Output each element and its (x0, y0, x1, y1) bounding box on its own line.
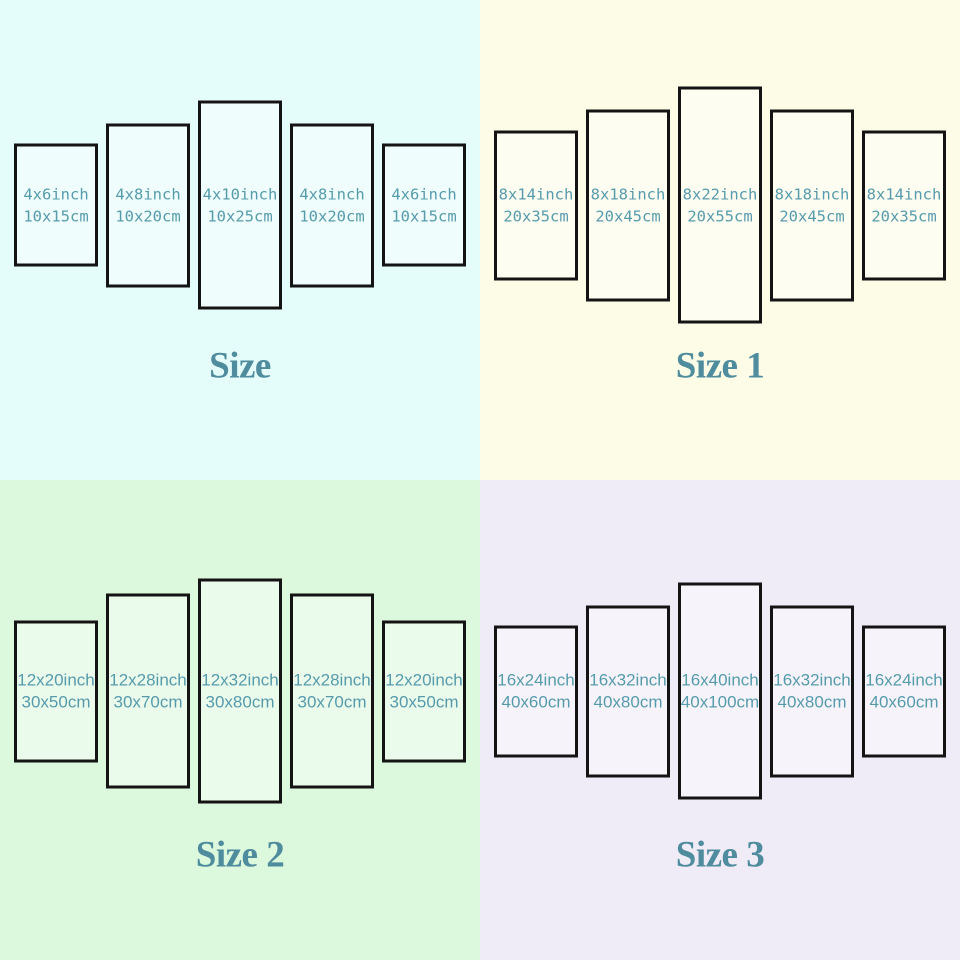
canvas-panel: 8x22inch 20x55cm (678, 86, 762, 324)
panel-size-cm: 10x20cm (115, 207, 181, 225)
panel-size-label: 16x24inch 40x60cm (497, 669, 575, 713)
panel-size-inch: 4x8inch (115, 185, 181, 203)
canvas-panel: 16x32inch 40x80cm (586, 605, 670, 777)
chart-title: Size (209, 345, 271, 387)
panel-size-cm: 10x15cm (23, 207, 89, 225)
panel-row: 16x24inch 40x60cm 16x32inch 40x80cm 16x40inc… (494, 582, 946, 800)
panel-size-label: 12x28inch 30x70cm (109, 669, 187, 713)
panel-size-label: 8x22inch 20x55cm (683, 183, 758, 227)
panel-size-cm: 20x45cm (595, 207, 661, 225)
panel-size-cm: 40x60cm (869, 692, 939, 711)
canvas-panel: 16x24inch 40x60cm (494, 625, 578, 757)
canvas-panel: 16x40inch 40x100cm (678, 582, 762, 800)
panel-size-inch: 8x14inch (866, 185, 942, 203)
canvas-panel: 12x28inch 30x70cm (290, 593, 374, 789)
panel-size-inch: 16x40inch (681, 670, 759, 689)
panel-size-cm: 30x80cm (205, 692, 275, 711)
panel-size-cm: 20x45cm (779, 207, 845, 225)
canvas-panel: 8x18inch 20x45cm (770, 109, 854, 301)
panel-size-label: 4x10inch 10x25cm (203, 183, 278, 227)
panel-size-label: 16x40inch 40x100cm (681, 669, 759, 713)
canvas-panel: 12x20inch 30x50cm (14, 620, 98, 762)
canvas-panel: 8x14inch 20x35cm (862, 130, 946, 280)
panel-size-label: 16x32inch 40x80cm (589, 669, 667, 713)
panel-size-cm: 30x70cm (297, 692, 367, 711)
canvas-panel: 12x32inch 30x80cm (198, 578, 282, 804)
panel-size-inch: 12x32inch (201, 670, 279, 689)
panel-size-cm: 40x80cm (593, 692, 663, 711)
canvas-panel: 4x6inch 10x15cm (14, 143, 98, 267)
panel-row: 4x6inch 10x15cm 4x8inch 10x20cm 4x10inch 10x2… (14, 100, 466, 310)
panel-size-inch: 4x10inch (202, 185, 278, 203)
panel-size-inch: 16x24inch (865, 670, 943, 689)
chart-title: Size 3 (675, 834, 765, 876)
canvas-panel: 4x6inch 10x15cm (382, 143, 466, 267)
panel-size-inch: 12x20inch (385, 670, 463, 689)
canvas-panel: 4x10inch 10x25cm (198, 100, 282, 310)
panel-size-label: 8x18inch 20x45cm (775, 183, 850, 227)
canvas-panel: 12x20inch 30x50cm (382, 620, 466, 762)
panel-size-label: 4x6inch 10x15cm (391, 183, 456, 227)
panel-size-inch: 4x6inch (23, 185, 89, 203)
size-chart-quadrant-size-1: 8x14inch 20x35cm 8x18inch 20x45cm 8x22inch 20… (480, 0, 960, 480)
panel-size-inch: 8x18inch (774, 185, 850, 203)
panel-size-label: 8x18inch 20x45cm (591, 183, 666, 227)
panel-size-label: 12x20inch 30x50cm (385, 669, 463, 713)
panel-size-inch: 12x28inch (293, 670, 371, 689)
panel-size-cm: 20x35cm (871, 207, 937, 225)
chart-title: Size 2 (195, 834, 285, 876)
panel-size-inch: 16x32inch (773, 670, 851, 689)
panel-size-inch: 4x8inch (299, 185, 365, 203)
canvas-panel: 8x14inch 20x35cm (494, 130, 578, 280)
panel-size-cm: 10x20cm (299, 207, 365, 225)
panel-size-inch: 4x6inch (391, 185, 457, 203)
panel-size-inch: 8x14inch (498, 185, 574, 203)
panel-size-cm: 10x15cm (391, 207, 457, 225)
panel-size-cm: 40x80cm (777, 692, 847, 711)
panel-size-label: 12x28inch 30x70cm (293, 669, 371, 713)
panel-size-inch: 8x22inch (682, 185, 758, 203)
panel-row: 8x14inch 20x35cm 8x18inch 20x45cm 8x22inch 20… (494, 86, 946, 324)
canvas-panel: 16x32inch 40x80cm (770, 605, 854, 777)
canvas-panel: 4x8inch 10x20cm (290, 123, 374, 287)
panel-row: 12x20inch 30x50cm 12x28inch 30x70cm 12x32inc… (14, 578, 466, 804)
panel-size-cm: 30x50cm (21, 692, 91, 711)
canvas-panel: 8x18inch 20x45cm (586, 109, 670, 301)
panel-size-label: 8x14inch 20x35cm (499, 183, 574, 227)
panel-size-label: 8x14inch 20x35cm (867, 183, 942, 227)
panel-size-label: 4x6inch 10x15cm (23, 183, 88, 227)
canvas-panel: 4x8inch 10x20cm (106, 123, 190, 287)
canvas-panel: 12x28inch 30x70cm (106, 593, 190, 789)
panel-size-cm: 40x60cm (501, 692, 571, 711)
panel-size-cm: 40x100cm (680, 692, 760, 711)
panel-size-inch: 16x24inch (497, 670, 575, 689)
panel-size-cm: 30x70cm (113, 692, 183, 711)
panel-size-inch: 12x20inch (17, 670, 95, 689)
panel-size-cm: 30x50cm (389, 692, 459, 711)
panel-size-inch: 12x28inch (109, 670, 187, 689)
chart-title: Size 1 (675, 345, 765, 387)
size-chart-quadrant-size-3: 16x24inch 40x60cm 16x32inch 40x80cm 16x40inc… (480, 480, 960, 960)
size-chart-quadrant-size-2: 12x20inch 30x50cm 12x28inch 30x70cm 12x32inc… (0, 480, 480, 960)
panel-size-cm: 10x25cm (207, 207, 273, 225)
panel-size-label: 16x32inch 40x80cm (773, 669, 851, 713)
panel-size-label: 4x8inch 10x20cm (299, 183, 364, 227)
panel-size-cm: 20x55cm (687, 207, 753, 225)
panel-size-inch: 8x18inch (590, 185, 666, 203)
panel-size-inch: 16x32inch (589, 670, 667, 689)
panel-size-label: 12x20inch 30x50cm (17, 669, 95, 713)
panel-size-cm: 20x35cm (503, 207, 569, 225)
canvas-panel: 16x24inch 40x60cm (862, 625, 946, 757)
panel-size-label: 4x8inch 10x20cm (115, 183, 180, 227)
panel-size-label: 12x32inch 30x80cm (201, 669, 279, 713)
size-chart-quadrant-size: 4x6inch 10x15cm 4x8inch 10x20cm 4x10inch 10x2… (0, 0, 480, 480)
panel-size-label: 16x24inch 40x60cm (865, 669, 943, 713)
